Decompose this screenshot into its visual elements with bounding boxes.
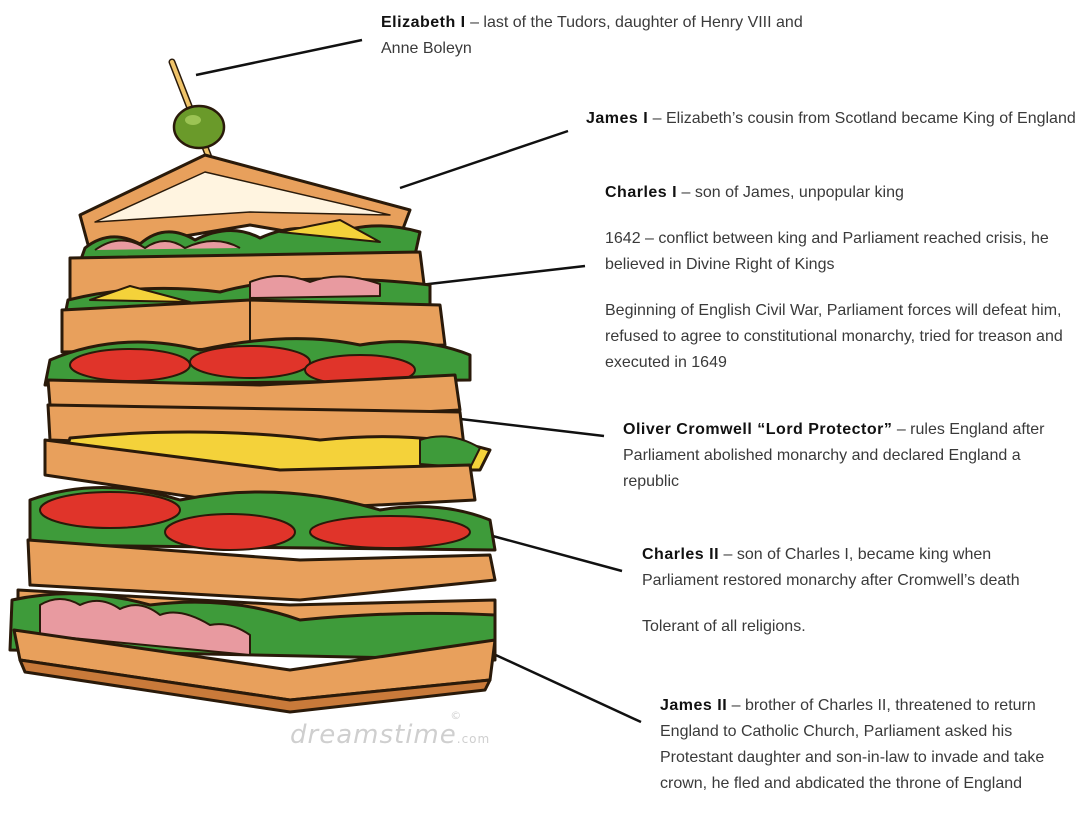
ruler-description: – son of James, unpopular king: [677, 184, 904, 201]
connector-james2: [474, 645, 641, 722]
connector-james1: [400, 131, 568, 188]
note-james2: James II – brother of Charles II, threat…: [660, 693, 1060, 797]
note-charles1-crisis: 1642 – conflict between king and Parliam…: [605, 226, 1075, 278]
note-charles2-tolerance: Tolerant of all religions.: [642, 614, 1072, 640]
connector-charles1: [420, 266, 585, 285]
ruler-name: Charles I: [605, 184, 677, 201]
sandwich-stack: [10, 155, 495, 712]
connector-elizabeth: [196, 40, 362, 75]
ruler-name: James I: [586, 110, 648, 127]
connector-charles2: [478, 532, 622, 571]
olive-icon: [174, 106, 224, 148]
ruler-name: Charles II: [642, 546, 719, 563]
connector-cromwell: [452, 418, 604, 436]
ruler-name: James II: [660, 697, 727, 714]
watermark: dreamstime.com©: [290, 720, 502, 750]
ruler-description: – Elizabeth’s cousin from Scotland becam…: [648, 110, 1076, 127]
ruler-name: Elizabeth I: [381, 14, 466, 31]
note-charles2: Charles II – son of Charles I, became ki…: [642, 542, 1072, 640]
note-cromwell: Oliver Cromwell “Lord Protector” – rules…: [623, 417, 1068, 495]
ruler-name: Oliver Cromwell “Lord Protector”: [623, 421, 892, 438]
note-james1: James I – Elizabeth’s cousin from Scotla…: [586, 106, 1076, 132]
note-elizabeth: Elizabeth I – last of the Tudors, daught…: [381, 10, 841, 62]
note-charles1: Charles I – son of James, unpopular king…: [605, 180, 1075, 376]
note-charles1-civil-war: Beginning of English Civil War, Parliame…: [605, 298, 1075, 376]
